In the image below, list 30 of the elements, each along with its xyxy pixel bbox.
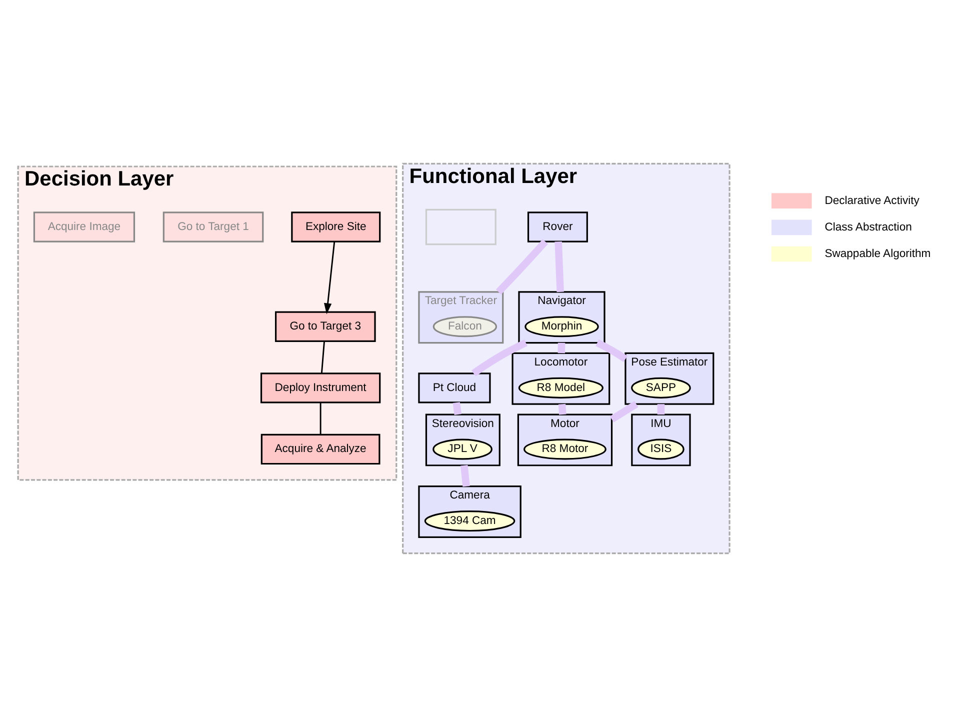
connector bbox=[558, 342, 566, 354]
node-box: Go to Target 1 bbox=[162, 212, 264, 242]
node-box bbox=[425, 208, 496, 246]
connector bbox=[558, 404, 566, 415]
legend-label: Declarative Activity bbox=[824, 194, 920, 207]
legend-label: Swappable Algorithm bbox=[824, 248, 931, 260]
node-box: Acquire Image bbox=[33, 212, 136, 242]
node-ellipse: Falcon bbox=[432, 316, 498, 338]
node-box: Deploy Instrument bbox=[260, 372, 381, 404]
node-box: Explore Site bbox=[291, 212, 381, 242]
node-ellipse: SAPP bbox=[631, 377, 691, 398]
legend-label: Class Abstraction bbox=[824, 221, 912, 234]
node-box: Go to Target 3 bbox=[274, 311, 376, 342]
arrow bbox=[324, 242, 336, 314]
node-box: Rover bbox=[527, 212, 588, 242]
connector bbox=[496, 239, 548, 294]
node-ellipse: 1394 Cam bbox=[424, 510, 516, 532]
node-ellipse: R8 Motor bbox=[524, 438, 606, 460]
connector bbox=[320, 341, 325, 374]
node-ellipse: ISIS bbox=[638, 438, 684, 460]
connector bbox=[657, 404, 665, 415]
node-box: Acquire & Analyze bbox=[260, 434, 380, 465]
node-ellipse: JPL V bbox=[432, 438, 492, 460]
connector bbox=[320, 402, 322, 435]
connector bbox=[452, 402, 462, 416]
node-ellipse: R8 Model bbox=[518, 377, 604, 398]
connector bbox=[460, 465, 470, 487]
connector bbox=[554, 242, 564, 292]
node-ellipse: Morphin bbox=[524, 316, 599, 338]
node-box: Pt Cloud bbox=[418, 372, 491, 404]
